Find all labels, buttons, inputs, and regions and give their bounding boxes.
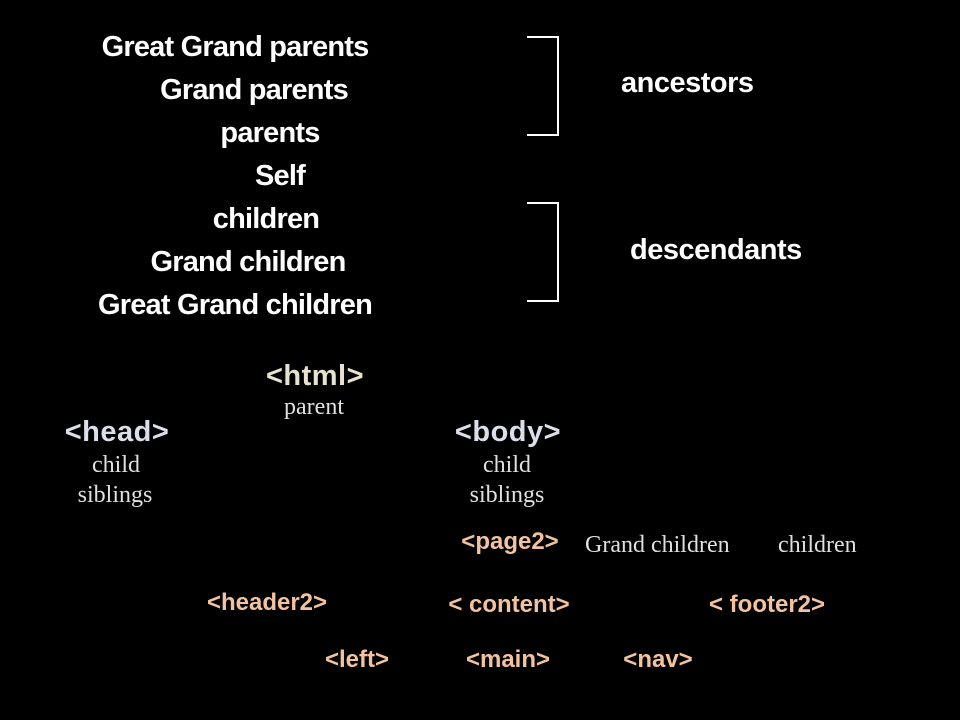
- great-grand-children-label: Great Grand children: [97, 289, 373, 321]
- html-tag: <html>: [265, 360, 365, 392]
- grand-children-note: Grand children: [585, 532, 730, 558]
- head-child-note: child: [92, 452, 140, 478]
- body-tag: <body>: [454, 416, 562, 448]
- descendants-label: descendants: [630, 234, 802, 266]
- footer2-tag: < footer2>: [708, 591, 826, 618]
- head-siblings-note: siblings: [77, 482, 153, 508]
- children-note: children: [778, 532, 857, 558]
- head-tag: <head>: [64, 416, 170, 448]
- content-tag: < content>: [448, 591, 570, 618]
- ancestors-bracket: [527, 36, 559, 136]
- self-label: Self: [255, 160, 306, 192]
- left-tag: <left>: [324, 646, 390, 673]
- html-parent-note: parent: [284, 394, 344, 420]
- nav-tag: <nav>: [623, 646, 693, 673]
- great-grand-parents-label: Great Grand parents: [101, 31, 370, 63]
- grand-parents-label: Grand parents: [160, 74, 349, 106]
- parents-label: parents: [220, 117, 320, 149]
- main-tag: <main>: [465, 646, 551, 673]
- body-child-note: child: [483, 452, 531, 478]
- children-label: children: [212, 203, 320, 235]
- descendants-bracket: [527, 202, 559, 302]
- ancestors-label: ancestors: [621, 67, 754, 99]
- header2-tag: <header2>: [206, 589, 328, 616]
- body-siblings-note: siblings: [469, 482, 545, 508]
- page2-tag: <page2>: [461, 528, 559, 555]
- grand-children-label: Grand children: [150, 246, 346, 278]
